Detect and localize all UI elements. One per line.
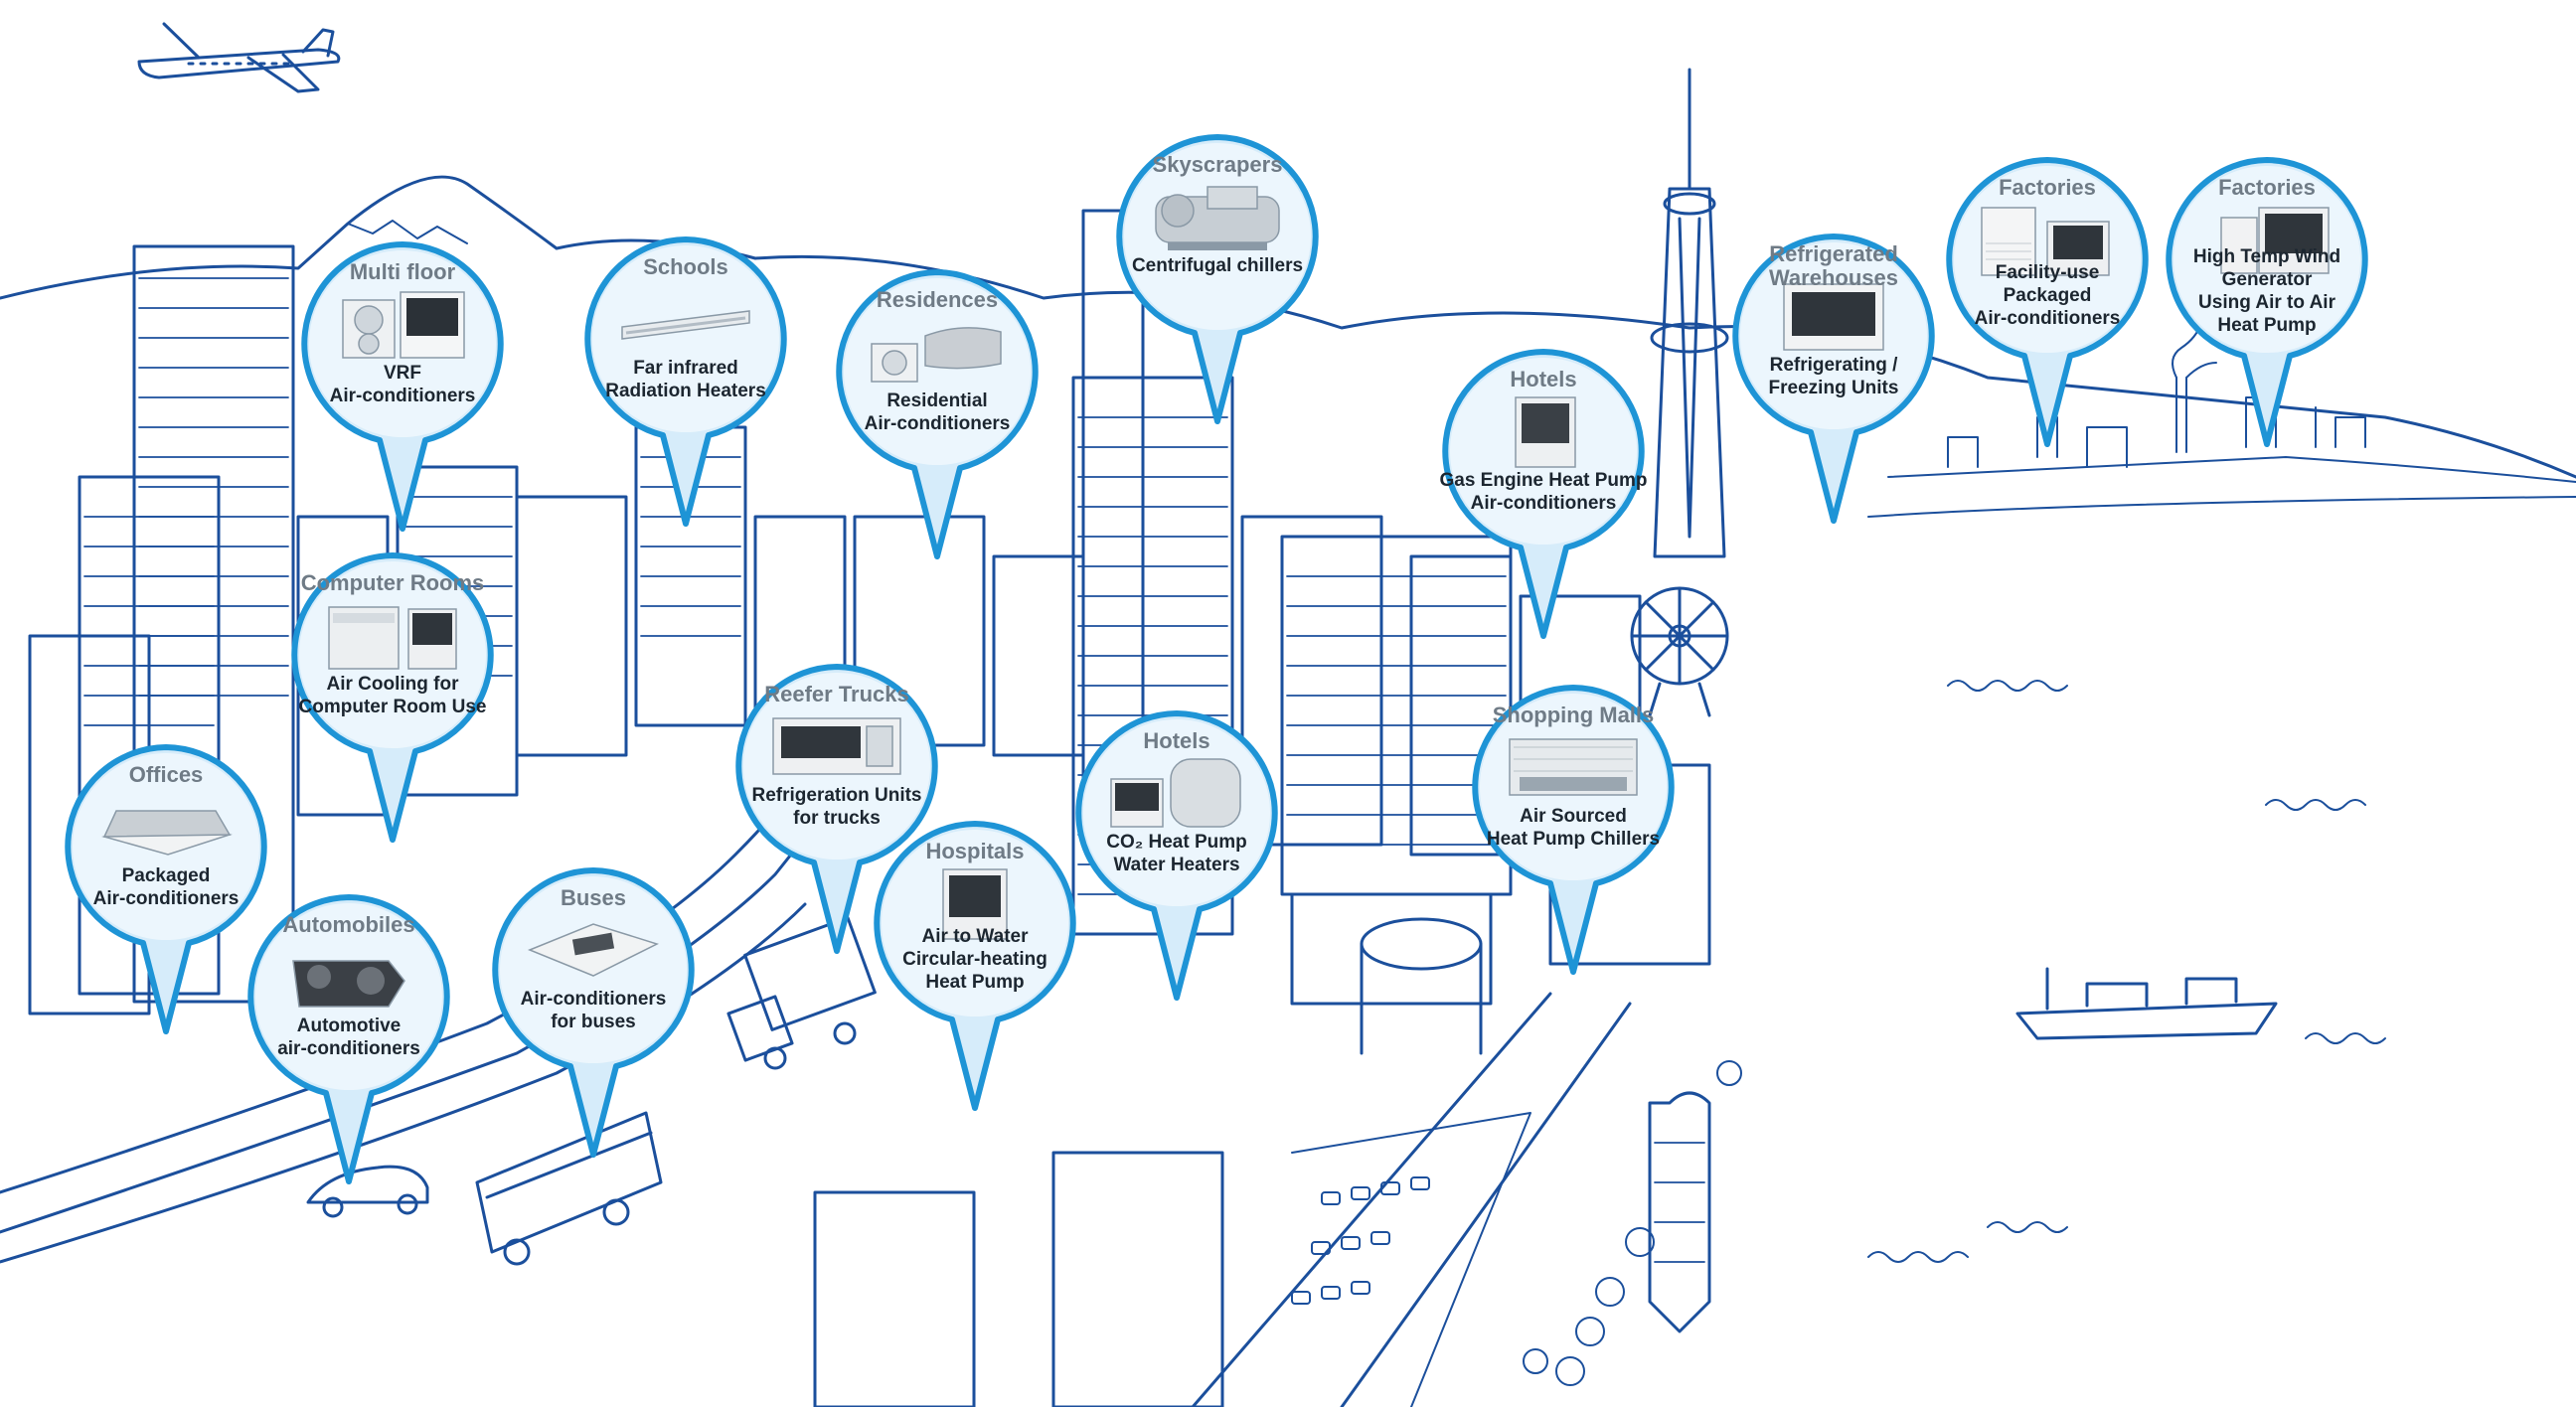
truck-icon (726, 916, 877, 1070)
pin-title: Residences (876, 287, 999, 312)
gas-engine-unit-icon (1515, 396, 1576, 468)
pin-label: Refrigeration Units for trucks (751, 785, 922, 829)
pin-title: Skyscrapers (1152, 152, 1283, 177)
cruise-ship-icon (1648, 1091, 1711, 1333)
ship-icon (2015, 967, 2278, 1040)
residential-ac-icon (871, 327, 1002, 383)
pin-label: VRF Air-conditioners (329, 363, 476, 406)
car-icon (306, 1165, 429, 1218)
pin-title: Computer Rooms (300, 570, 485, 595)
bus-ac-icon (528, 923, 659, 977)
pin-hospitals[interactable]: Hospitals Air to Water Circular-heating … (871, 818, 1079, 1116)
pin-label: Air Cooling for Computer Room Use (298, 674, 487, 717)
pin-label: Gas Engine Heat Pump Air-conditioners (1439, 470, 1648, 514)
pin-title: Shopping Malls (1492, 703, 1655, 727)
pin-title: Hotels (1510, 367, 1577, 391)
water-heater-icon (1110, 758, 1241, 828)
pin-title: Refrigerated Warehouses (1768, 241, 1898, 290)
pin-residences[interactable]: Residences Residential Air-conditioners (833, 266, 1042, 564)
pin-computer-rooms[interactable]: Computer Rooms Air Cooling for Computer … (288, 549, 497, 848)
pin-label: Air-conditioners for buses (520, 989, 667, 1032)
pin-automobiles[interactable]: Automobiles Automotive air-conditioners (244, 891, 453, 1189)
pin-factories-2[interactable]: Factories High Temp Wind Generator Using… (2163, 154, 2371, 452)
pin-label: Far infrared Radiation Heaters (605, 358, 766, 401)
radiation-heater-icon (621, 310, 750, 340)
pin-refrigerated-warehouses[interactable]: Refrigerated Warehouses Refrigerating / … (1729, 231, 1938, 529)
pin-hotels-co2[interactable]: Hotels CO₂ Heat Pump Water Heaters (1072, 707, 1281, 1006)
pin-title: Hospitals (925, 839, 1025, 863)
computer-room-unit-icon (328, 606, 457, 670)
pin-title: Reefer Trucks (764, 682, 909, 706)
pin-title: Offices (128, 762, 204, 787)
pin-title: Hotels (1143, 728, 1210, 753)
truck-refrigeration-icon (772, 717, 901, 775)
vrf-unit-icon (342, 291, 465, 359)
heat-pump-generator-icon (2220, 207, 2330, 274)
pin-marker (584, 236, 787, 527)
pin-title: Multi floor (349, 259, 456, 284)
centrifugal-chiller-icon (1155, 186, 1280, 250)
pin-hotels-gas[interactable]: Hotels Gas Engine Heat Pump Air-conditio… (1439, 346, 1648, 644)
pin-label: Air to Water Circular-heating Heat Pump (902, 926, 1047, 993)
tower (1650, 68, 1729, 558)
pin-title: Automobiles (282, 912, 415, 937)
pin-label: Residential Air-conditioners (864, 391, 1011, 434)
pin-label: Refrigerating / Freezing Units (1768, 355, 1899, 398)
pin-title: Factories (2218, 175, 2316, 200)
pin-title: Buses (560, 885, 627, 910)
pin-label: Automotive air-conditioners (277, 1016, 420, 1059)
pin-schools[interactable]: Schools Far infrared Radiation Heaters (581, 234, 790, 532)
facility-ac-icon (1981, 207, 2110, 276)
cassette-ac-icon (101, 810, 233, 856)
pin-multi-floor[interactable]: Multi floor VRF Air-conditioners (298, 238, 507, 537)
airplane-icon (137, 22, 341, 93)
pin-label: CO₂ Heat Pump Water Heaters (1106, 832, 1247, 875)
pin-title: Schools (643, 254, 728, 279)
pin-shopping-malls[interactable]: Shopping Malls Air Sourced Heat Pump Chi… (1469, 682, 1678, 980)
air-to-water-unit-icon (942, 868, 1008, 940)
automotive-ac-icon (292, 960, 405, 1008)
pin-reefer-trucks[interactable]: Reefer Trucks Refrigeration Units for tr… (732, 661, 941, 959)
pin-label: Packaged Air-conditioners (92, 865, 240, 909)
pin-skyscrapers[interactable]: Skyscrapers Centrifugal chillers (1113, 131, 1322, 429)
pin-label: Air Sourced Heat Pump Chillers (1486, 806, 1661, 850)
pin-label: Facility-use Packaged Air-conditioners (1974, 262, 2121, 329)
pin-buses[interactable]: Buses Air-conditioners for buses (489, 864, 698, 1163)
pin-factories-1[interactable]: Factories Facility-use Packaged Air-cond… (1943, 154, 2152, 452)
freezing-unit-icon (1783, 283, 1884, 351)
pin-offices[interactable]: Offices Packaged Air-conditioners (62, 741, 270, 1039)
ferris-wheel (1630, 586, 1729, 717)
pin-label: High Temp Wind Generator Using Air to Ai… (2192, 246, 2341, 336)
pin-title: Factories (1999, 175, 2096, 200)
pin-label: Centrifugal chillers (1131, 255, 1304, 276)
chiller-array-icon (1509, 738, 1638, 796)
